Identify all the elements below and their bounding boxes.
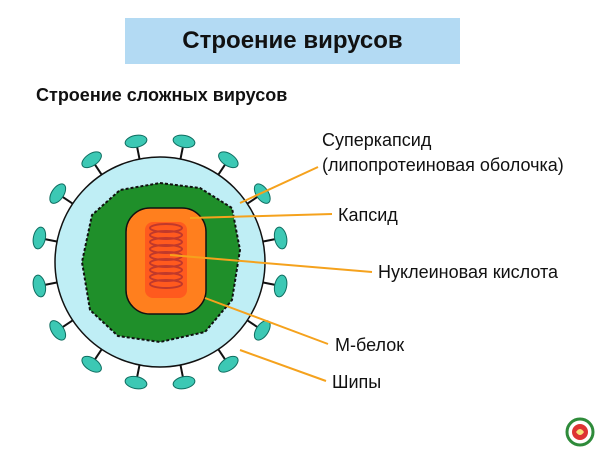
capsid-pointer — [189, 213, 333, 219]
spike-head — [218, 355, 239, 373]
spike-head — [124, 134, 148, 149]
spike-head — [172, 134, 196, 149]
label-nucleic-acid: Нуклеиновая кислота — [378, 262, 559, 282]
nucleic-acid-coil — [149, 223, 183, 289]
label-m-protein: М-белок — [335, 335, 405, 355]
spike-head — [81, 355, 102, 373]
supercapsid-pointer — [239, 166, 319, 204]
spike-head — [273, 226, 288, 250]
spikes-pointer — [239, 349, 327, 382]
m-protein-pointer — [204, 297, 329, 345]
nucleic-acid-pointer — [169, 254, 373, 273]
spike-head — [32, 226, 47, 250]
coil-turn — [149, 279, 183, 289]
spike-head — [49, 320, 67, 341]
label-supercapsid-detail: (липопротеиновая оболочка) — [322, 155, 564, 175]
spike-head — [32, 274, 47, 298]
spike-head — [218, 151, 239, 169]
label-spikes: Шипы — [332, 372, 382, 392]
spike-head — [124, 375, 148, 390]
page-title: Строение вирусов — [182, 27, 403, 54]
title-banner: Строение вирусов — [125, 18, 460, 64]
spike-head — [273, 274, 288, 298]
spike-head — [172, 375, 196, 390]
spike-head — [49, 183, 67, 204]
medical-emblem-icon — [565, 417, 595, 447]
spike-head — [81, 151, 102, 169]
diagram-subtitle: Строение сложных вирусов — [36, 85, 288, 105]
label-capsid: Капсид — [338, 205, 398, 225]
label-supercapsid: Суперкапсид — [322, 130, 432, 150]
